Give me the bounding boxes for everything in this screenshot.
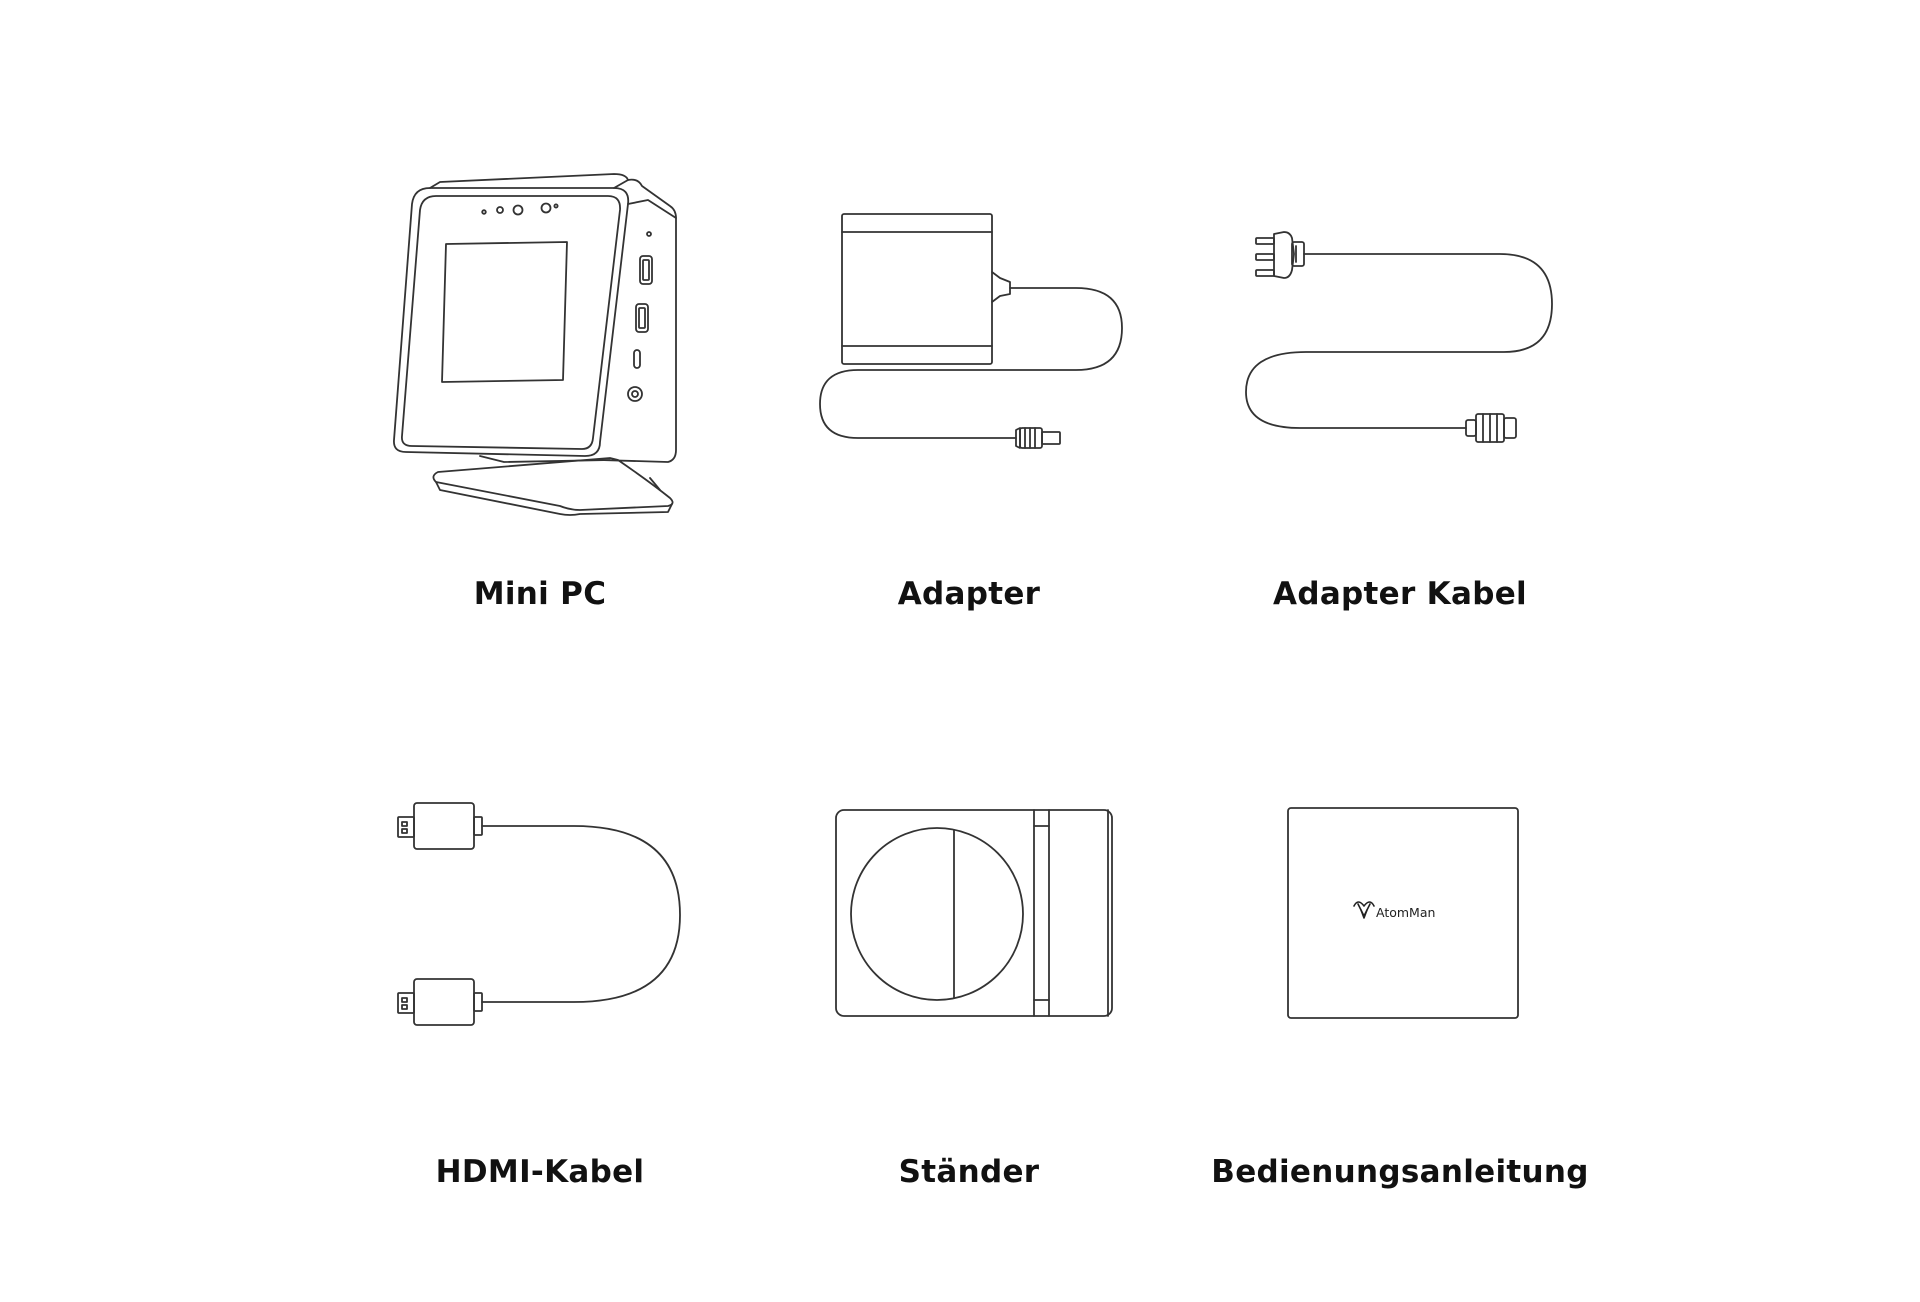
mini-pc-icon (393, 173, 677, 516)
svg-text:AtomMan: AtomMan (1376, 905, 1435, 920)
adapter-label: Adapter (897, 576, 1041, 612)
adapter-cable-label: Adapter Kabel (1273, 576, 1527, 612)
hdmi-cable-icon (397, 802, 681, 1026)
hdmi-cable-label: HDMI-Kabel (435, 1154, 645, 1190)
adapter-cable-icon (1245, 231, 1553, 443)
stand-icon (835, 809, 1113, 1017)
manual-label: Bedienungsanleitung (1211, 1154, 1589, 1190)
mini-pc-label: Mini PC (473, 576, 607, 612)
manual-icon: AtomMan (1287, 807, 1519, 1019)
stand-label: Ständer (898, 1154, 1040, 1190)
power-adapter-icon (819, 213, 1123, 449)
atomman-logo: AtomMan (1353, 901, 1435, 920)
